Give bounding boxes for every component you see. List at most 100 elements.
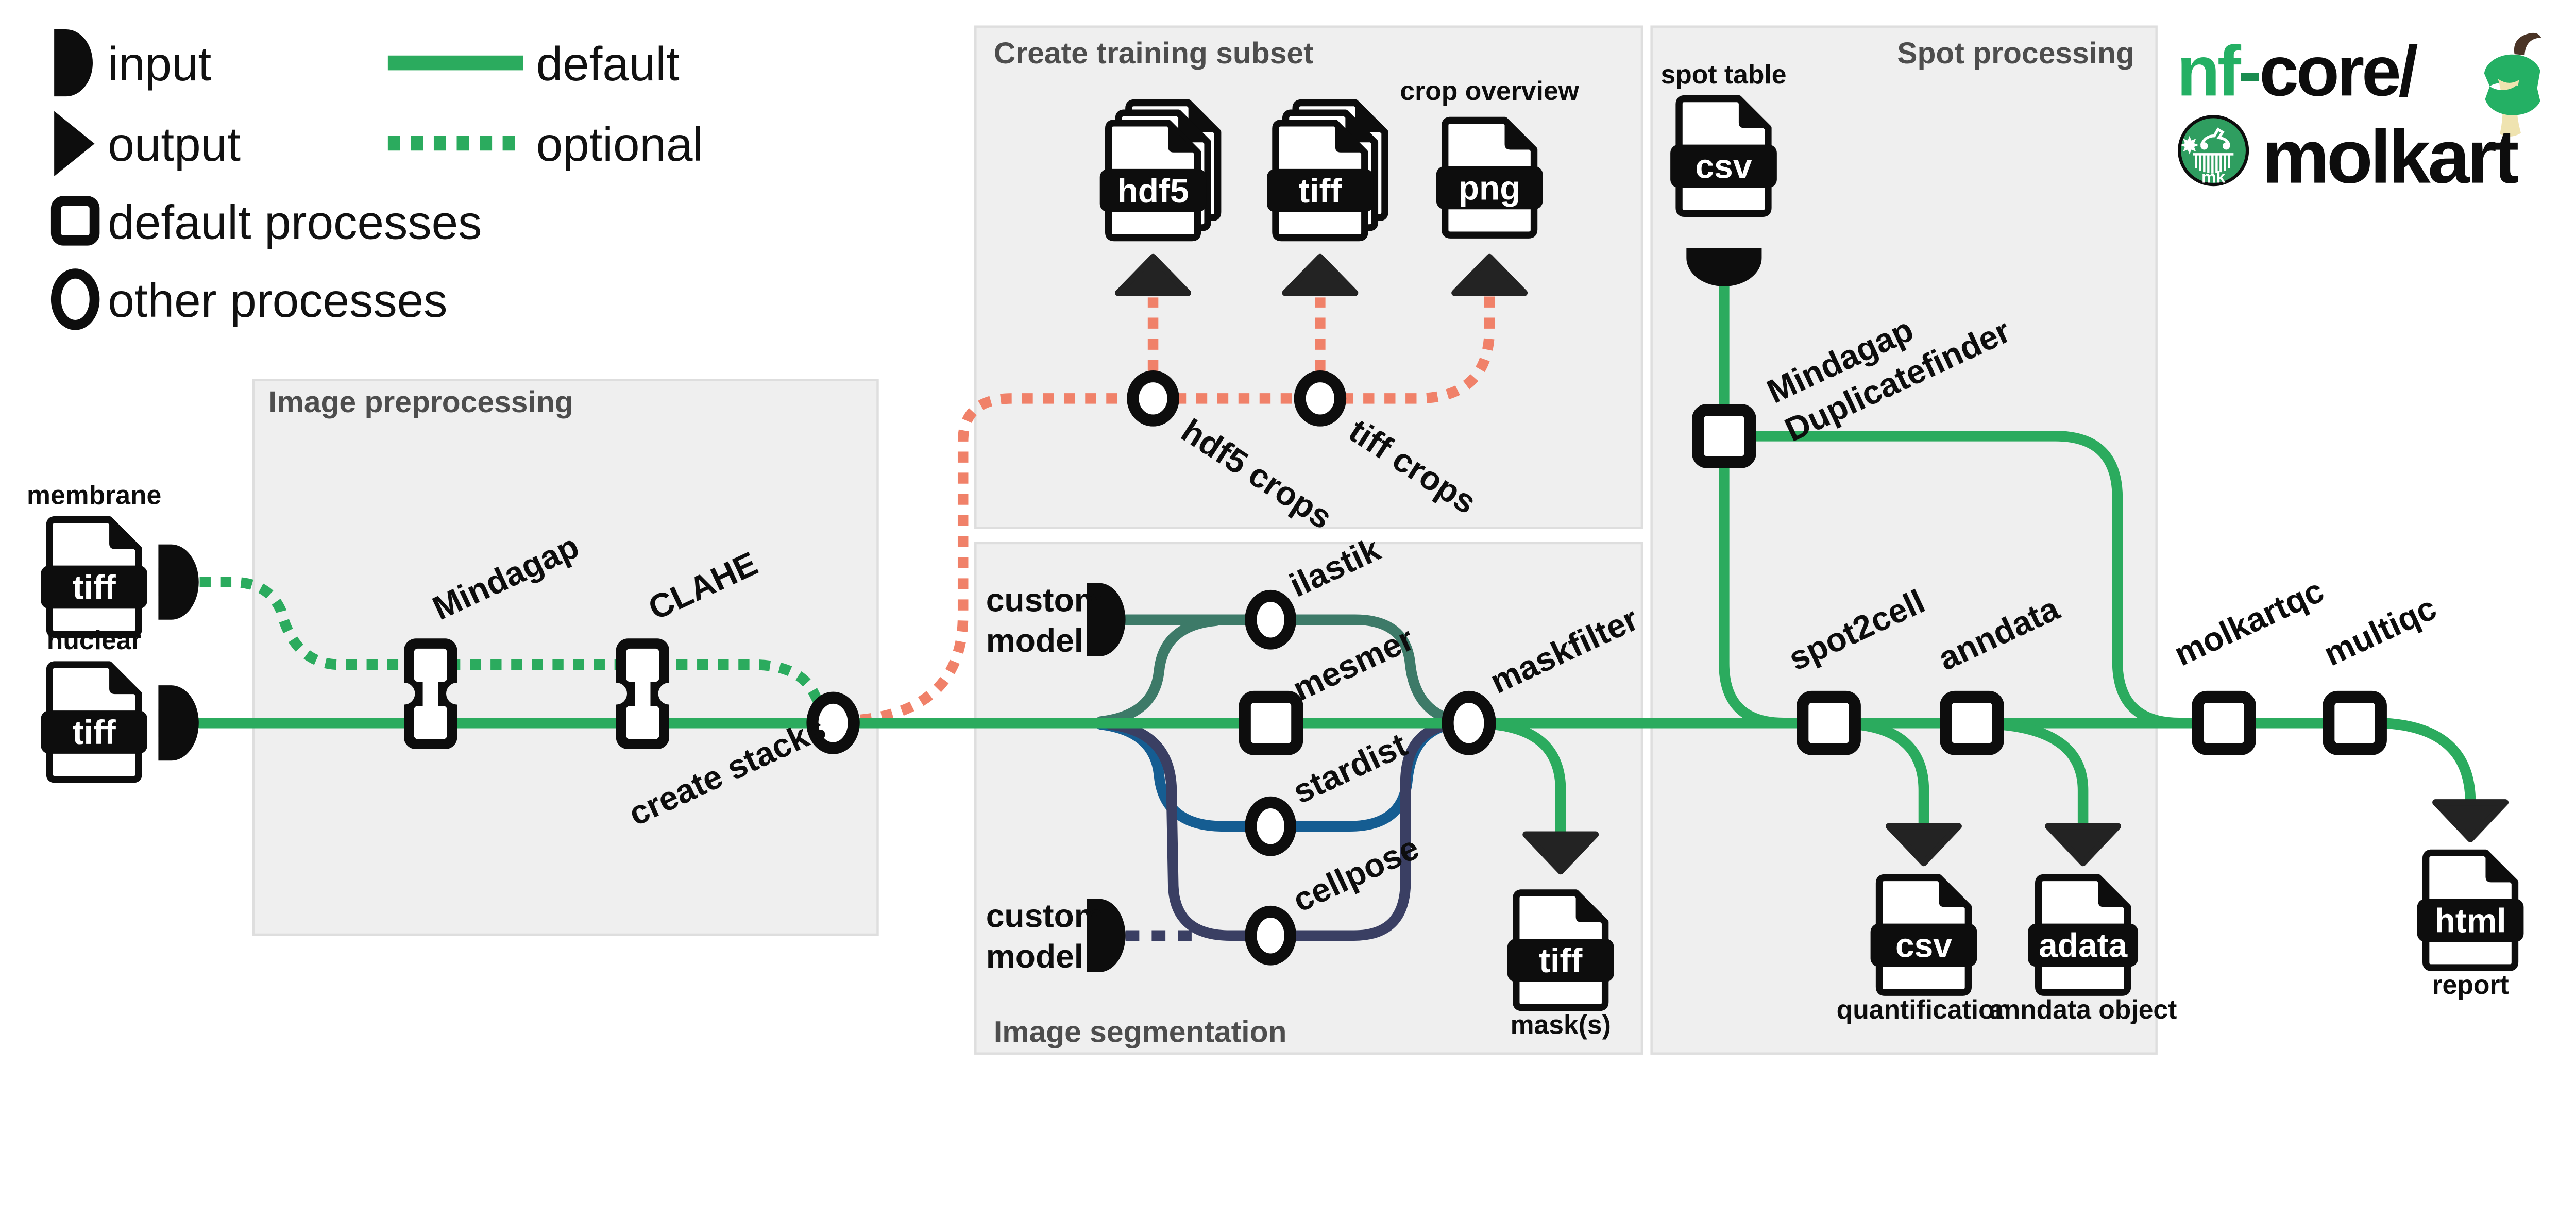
- process-mesmer-node: [1239, 690, 1303, 755]
- segmentation-paths: [1095, 614, 1457, 941]
- label-molkartqc: molkartqc: [2168, 571, 2329, 673]
- input-icon-custom-model-bottom: [1087, 899, 1126, 973]
- legend-other-process-icon: [50, 268, 100, 330]
- output-icon-report: [2432, 799, 2509, 842]
- path-multiqc-to-report: [2375, 717, 2476, 806]
- box-title-create-training-subset: Create training subset: [994, 37, 1314, 70]
- legend-default-process-icon: [50, 196, 100, 246]
- output-icon-anndata-object: [2045, 823, 2122, 867]
- legend-input-icon: [54, 29, 93, 97]
- process-tiff-crops-node: [1294, 370, 1347, 427]
- file-icon-membrane: tiff: [41, 520, 148, 635]
- file-icon-spot-table: csv: [1670, 99, 1777, 214]
- legend-optional-label: optional: [536, 117, 704, 171]
- svg-text:tiff: tiff: [1539, 941, 1583, 979]
- file-icon-anndata-object: adata: [2028, 877, 2139, 992]
- process-ilastik-node: [1245, 589, 1297, 650]
- input-icon-membrane: [158, 544, 199, 620]
- label-multiqc: multiqc: [2318, 588, 2442, 673]
- file-icon-crop-overview: png: [1436, 120, 1543, 235]
- label-anndata-object: anndata object: [1989, 994, 2177, 1024]
- svg-text:tiff: tiff: [73, 568, 116, 606]
- legend-other-processes-label: other processes: [108, 274, 447, 327]
- optional-training-paths: [860, 294, 1495, 725]
- svg-text:custom: custom: [986, 582, 1104, 619]
- label-report: report: [2432, 970, 2509, 1000]
- process-anndata-node: [1940, 690, 2004, 755]
- path-spot2cell-to-quantification: [1850, 719, 1929, 830]
- file-icon-nuclear: tiff: [41, 665, 148, 780]
- svg-text:csv: csv: [1696, 147, 1752, 185]
- svg-text:png: png: [1459, 169, 1521, 207]
- svg-text:tiff: tiff: [73, 713, 116, 751]
- legend: input default output optional default pr…: [50, 29, 704, 330]
- legend-default-label: default: [536, 37, 680, 91]
- legend-output-label: output: [108, 117, 241, 171]
- output-icon-tiff-crops: [1282, 253, 1359, 296]
- label-masks: mask(s): [1511, 1009, 1611, 1039]
- process-hdf5-crops-node: [1127, 370, 1179, 427]
- process-molkartqc-node: [2192, 690, 2256, 755]
- process-duplicatefinder-node: [1692, 404, 1756, 468]
- label-nuclear: nuclear: [47, 625, 142, 655]
- path-create-stacks-to-crops: [860, 393, 1131, 725]
- svg-text:mk: mk: [2201, 168, 2226, 187]
- path-main-to-cellpose: [1105, 719, 1256, 941]
- logo-line1: nf-core/: [2177, 31, 2418, 111]
- box-title-image-preprocessing: Image preprocessing: [268, 385, 573, 419]
- path-main-to-ilastik: [1095, 615, 1222, 727]
- process-maskfilter-node: [1442, 690, 1496, 755]
- legend-output-icon: [54, 111, 95, 177]
- box-image-preprocessing: [252, 379, 879, 936]
- logo-line2: molkart: [2262, 115, 2519, 199]
- process-multiqc-node: [2323, 690, 2387, 755]
- molkart-pipeline-diagram: Image preprocessing Create training subs…: [27, 25, 2541, 1055]
- svg-text:adata: adata: [2039, 926, 2128, 965]
- output-icon-hdf5-crops: [1115, 253, 1192, 296]
- input-icon-spot-table: [1686, 248, 1762, 286]
- process-spot2cell-node: [1797, 690, 1861, 755]
- legend-input-label: input: [108, 37, 211, 91]
- label-spot-table: spot table: [1661, 59, 1787, 89]
- box-title-image-segmentation: Image segmentation: [994, 1015, 1287, 1048]
- svg-text:hdf5: hdf5: [1117, 172, 1189, 210]
- legend-default-processes-label: default processes: [108, 195, 482, 249]
- nf-core-molkart-logo: nf-core/ mk molkart: [2177, 31, 2541, 199]
- label-crop-overview: crop overview: [1400, 76, 1579, 106]
- file-icon-masks: tiff: [1507, 893, 1614, 1008]
- file-icon-hdf5-stack: hdf5: [1099, 103, 1218, 238]
- svg-text:model: model: [986, 622, 1083, 659]
- label-quantification: quantification: [1837, 994, 2011, 1024]
- path-membrane-optional: [199, 577, 832, 720]
- output-icon-crop-overview: [1451, 253, 1528, 296]
- path-cellpose-to-maskfilter: [1285, 719, 1455, 941]
- svg-text:custom: custom: [986, 898, 1104, 935]
- file-icon-report: html: [2417, 853, 2524, 968]
- process-mindagap-node: [393, 638, 468, 750]
- process-create-stacks-node: [806, 691, 860, 754]
- path-tiffcrops-to-png: [1342, 294, 1495, 404]
- apple-core-icon: [2484, 32, 2541, 137]
- file-icon-quantification: csv: [1870, 877, 1977, 992]
- path-duplicatefinder-bypass: [1743, 431, 2185, 729]
- svg-text:csv: csv: [1895, 926, 1952, 965]
- label-custom-model-bottom: custom model: [986, 898, 1104, 975]
- svg-text:model: model: [986, 938, 1083, 975]
- input-icon-custom-model-top: [1087, 583, 1126, 657]
- molkart-badge-icon: mk: [2178, 115, 2249, 187]
- process-cellpose-node: [1245, 905, 1297, 966]
- label-membrane: membrane: [27, 480, 161, 510]
- path-anndata-to-object: [1992, 719, 2089, 830]
- svg-text:html: html: [2435, 902, 2506, 940]
- process-clahe-node: [605, 638, 681, 750]
- process-stardist-node: [1245, 796, 1297, 856]
- input-icon-nuclear: [158, 685, 199, 761]
- output-icon-quantification: [1886, 823, 1962, 867]
- label-custom-model-top: custom model: [986, 582, 1104, 659]
- file-icon-tiff-stack: tiff: [1267, 103, 1385, 238]
- svg-text:tiff: tiff: [1298, 172, 1342, 210]
- path-ilastik-to-maskfilter: [1285, 614, 1457, 725]
- output-icon-masks: [1522, 831, 1599, 875]
- path-maskfilter-to-masks: [1487, 719, 1566, 837]
- box-title-spot-processing: Spot processing: [1897, 37, 2134, 70]
